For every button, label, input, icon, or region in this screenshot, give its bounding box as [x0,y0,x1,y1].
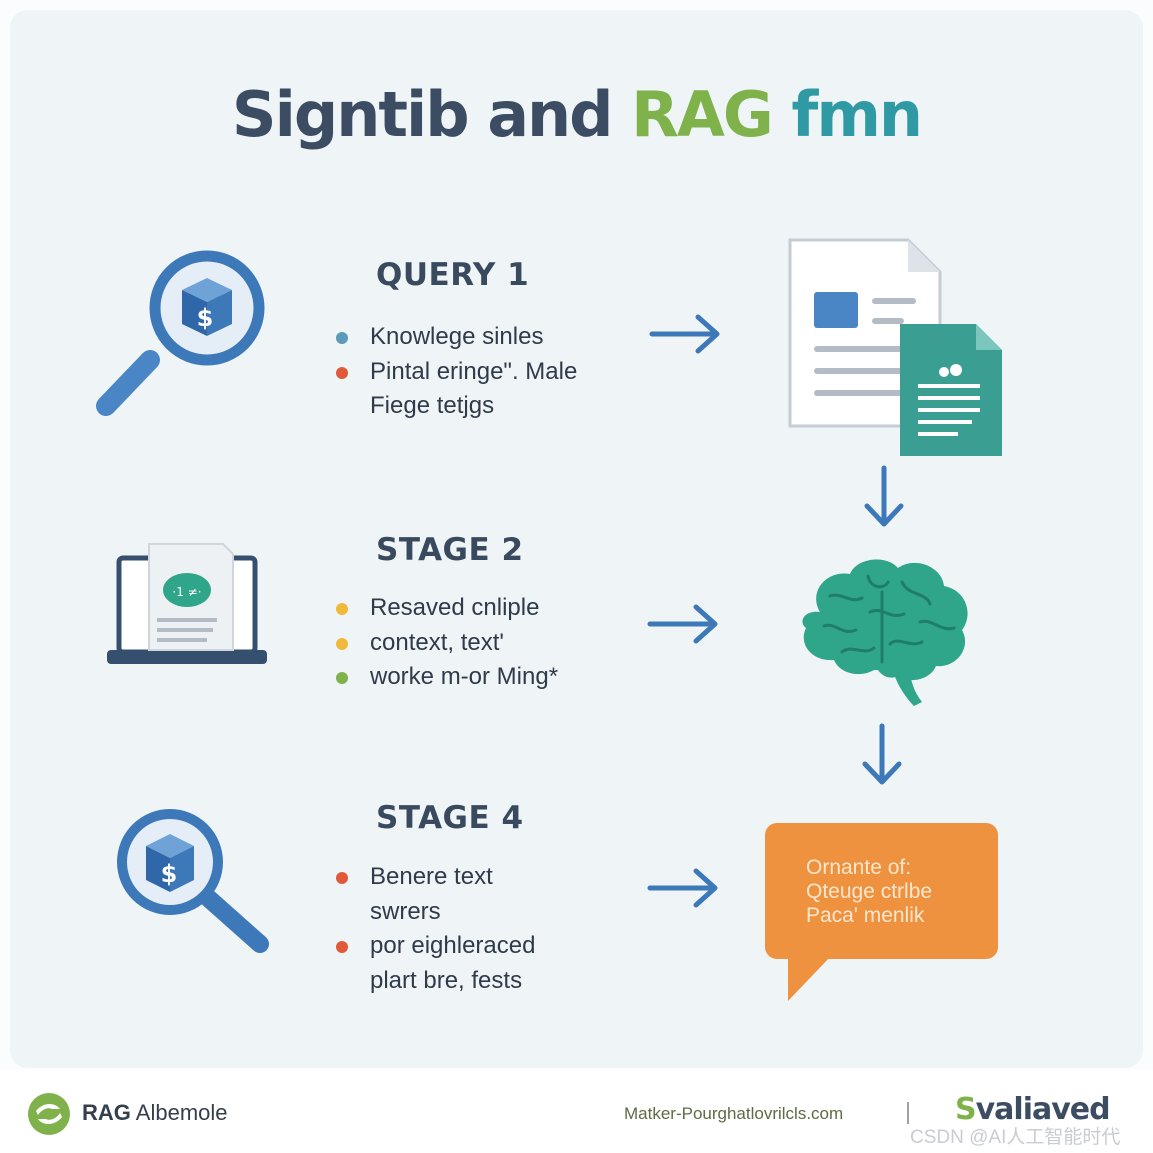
stage-1-bullets: Knowlege sinles Pintal eringe". Male Fie… [336,320,577,424]
stage-2-heading: STAGE 2 [376,532,524,568]
arrow-right-icon [649,314,720,354]
document-stack-icon [788,238,1002,456]
bullet-text: context, text' [370,628,504,656]
list-item: Knowlege sinles [336,320,577,355]
bullet-text: Resaved cnliple [370,594,540,621]
stage-3-bullets: Benere text swrers por eighleraced plart… [336,860,535,998]
bullet-text: Pintal eringe". Male [370,357,578,385]
bullet-text: Benere text [370,863,493,890]
stage-2-bullets: Resaved cnliple context, text' worke m-o… [336,591,558,695]
list-item: por eighleraced [336,929,535,964]
list-item: Resaved cnliple [336,591,558,626]
brain-icon [802,559,968,706]
bullet-dot [336,872,348,884]
bubble-line: Qteuge ctrlbe [806,880,933,903]
bullet-dot [336,332,348,344]
magnifier-cube-icon: $ [117,809,269,953]
list-item-continuation: swrers [336,895,535,930]
footer-logo-icon [28,1093,70,1135]
svg-text:·1 ≠·: ·1 ≠· [172,585,201,599]
svg-text:$: $ [197,304,214,332]
list-item: context, text' [336,626,558,661]
list-item-continuation: plart bre, fests [336,964,535,999]
title-part-3: fmn [791,78,923,151]
speech-bubble-tail [788,955,832,1001]
list-item: Benere text [336,860,535,895]
bullet-text: worke m-or Ming* [370,663,559,690]
footer-logo-text: RAG Albemole [82,1100,228,1126]
bullet-dot [336,603,348,615]
arrow-right-icon [647,868,718,908]
title-part-1: Signtib and [231,78,632,151]
arrow-down-icon [862,723,902,785]
list-item-continuation: Fiege tetjgs [336,389,577,424]
output-bubble-text: Ornante of: Qteuge ctrlbe Paca' menlik [806,856,932,928]
footer-bar [0,1070,1153,1153]
bullet-text: Fiege tetjgs [370,392,495,419]
footer-divider [907,1102,909,1124]
footer-brand-rest: valiaved [975,1092,1111,1127]
bubble-line: Paca' menlik [806,904,925,927]
footer-brand: Svaliaved [955,1092,1111,1127]
bullet-text: por eighleraced [370,932,536,959]
bullet-dot [336,941,348,953]
title-part-2: RAG [631,78,792,151]
footer-logo-rest: Albemole [130,1100,228,1125]
arrow-down-icon [864,465,904,527]
bullet-dot [336,366,348,379]
page-title: Signtib and RAG fmn [0,78,1153,151]
bullet-text: Knowlege sinles [370,323,544,350]
bullet-dot [336,637,348,650]
magnifier-cube-icon: $ [96,250,265,416]
footer-url[interactable]: Matker-Pourghatlovrilcls.com [624,1104,844,1123]
laptop-document-icon: ·1 ≠· [107,543,267,664]
svg-text:$: $ [161,860,178,888]
bullet-dot [336,672,348,684]
bullet-text: plart bre, fests [370,966,523,994]
stage-3-heading: STAGE 4 [376,800,524,836]
watermark: CSDN @AI人工智能时代 [910,1127,1121,1148]
arrow-right-icon [647,604,718,644]
list-item: Pintal eringe". Male [336,355,577,390]
footer-logo-bold: RAG [82,1100,131,1125]
bubble-line: Ornante of: [806,856,912,879]
bullet-text: swrers [370,897,441,925]
list-item: worke m-or Ming* [336,660,558,695]
speech-bubble-icon [765,823,998,959]
stage-1-heading: QUERY 1 [376,257,530,293]
footer-brand-s: S [955,1092,977,1127]
